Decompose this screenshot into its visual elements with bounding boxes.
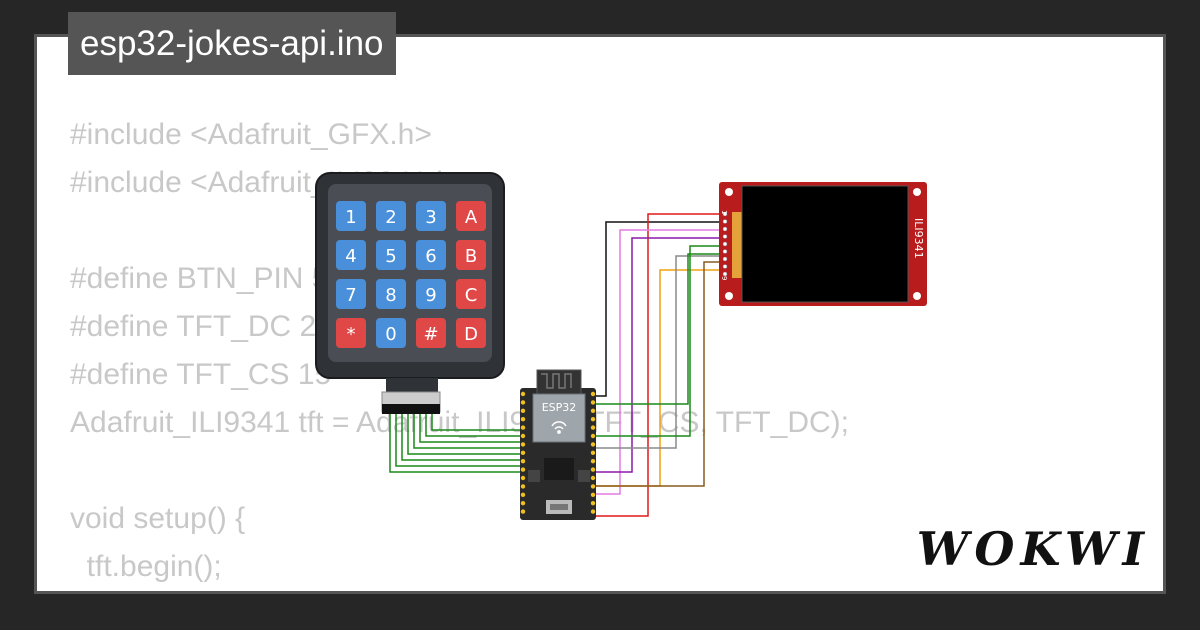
esp32-pin[interactable] [590,400,596,405]
keypad-key[interactable]: # [416,318,446,348]
esp32-pin[interactable] [520,450,526,455]
esp32-pin[interactable] [520,400,526,405]
display-pin[interactable] [722,234,728,239]
esp32-pin[interactable] [590,459,596,464]
esp32-pin[interactable] [520,501,526,506]
keypad-key[interactable]: A [456,201,486,231]
keypad-key[interactable]: C [456,279,486,309]
display-wires [596,185,913,517]
code-line: #define TFT_DC 2 [70,310,317,343]
keypad-key-label: A [465,207,478,228]
code-line: #include <Adafruit_GFX.h> [70,118,432,151]
display-pins [722,211,728,277]
keypad-key-label: B [465,246,477,267]
esp32-pin[interactable] [520,484,526,489]
ili9341-display: 1 9 ILI9341 [719,182,927,306]
esp32-pin[interactable] [590,467,596,472]
keypad-key[interactable]: 0 [376,318,406,348]
esp32-pin[interactable] [590,484,596,489]
esp32-pin[interactable] [590,509,596,514]
esp32-board: ESP32 [520,369,596,520]
keypad-key[interactable]: 1 [336,201,366,231]
keypad-key[interactable]: 7 [336,279,366,309]
keypad-key-label: 6 [425,246,436,267]
keypad-key[interactable]: D [456,318,486,348]
keypad-key-label: 3 [425,207,436,228]
keypad-wires [389,412,525,473]
keypad-key-label: # [423,324,438,345]
keypad-key[interactable]: 8 [376,279,406,309]
keypad-key[interactable]: B [456,240,486,270]
display-pin-first: 1 [720,210,728,214]
code-line: tft.begin(); [70,550,222,583]
keypad-key[interactable]: 2 [376,201,406,231]
esp32-right-pins [590,391,596,514]
keypad-key-label: 9 [425,285,436,306]
keypad-key[interactable]: * [336,318,366,348]
display-pin[interactable] [722,211,728,217]
esp32-pin[interactable] [590,501,596,506]
esp32-pin[interactable] [520,417,526,422]
esp32-pin[interactable] [590,417,596,422]
esp32-pin[interactable] [520,459,526,464]
keypad-key-label: 2 [385,207,396,228]
keypad-key[interactable]: 3 [416,201,446,231]
display-pin[interactable] [722,249,728,254]
keypad-key[interactable]: 6 [416,240,446,270]
esp32-pin[interactable] [520,391,526,397]
esp32-pin[interactable] [520,408,526,413]
display-pin[interactable] [722,219,728,224]
keypad-key[interactable]: 4 [336,240,366,270]
esp32-pin[interactable] [590,492,596,497]
wifi-icon [551,421,567,434]
esp32-pin[interactable] [520,425,526,430]
keypad-key-label: 7 [345,285,356,306]
display-pin[interactable] [722,241,728,247]
esp32-pin[interactable] [520,509,526,514]
esp32-pin[interactable] [520,433,526,439]
code-line: #define TFT_CS 15 [70,358,332,391]
keypad-key-label: 1 [345,207,356,228]
esp32-pin[interactable] [590,433,596,439]
keypad-header-pins [381,391,441,414]
esp32-pin[interactable] [590,425,596,430]
wokwi-logo-text: WOKWI [916,522,1150,576]
wokwi-logo: WOKWI [917,522,1150,576]
esp32-left-pins [520,391,526,514]
keypad-key[interactable]: 9 [416,279,446,309]
display-pin[interactable] [722,264,728,269]
keypad-key-label: 0 [385,324,396,345]
display-pin-last: 9 [720,276,728,280]
keypad-key-label: 4 [345,246,356,267]
esp32-pin[interactable] [520,475,526,481]
esp32-label: ESP32 [542,401,577,414]
display-pin[interactable] [722,256,728,262]
esp32-pin[interactable] [520,442,526,447]
keypad-key-label: D [464,324,478,345]
file-title-tab: esp32-jokes-api.ino [68,12,396,75]
esp32-pin[interactable] [520,467,526,472]
keypad-key[interactable]: 5 [376,240,406,270]
display-pin[interactable] [722,226,728,232]
keypad-4x4: 1 2 3 A 4 5 6 B 7 8 9 C * 0 # D [315,172,505,414]
esp32-pin[interactable] [590,442,596,447]
display-label: ILI9341 [912,218,925,259]
display-pin[interactable] [722,271,728,277]
keypad-key-label: C [465,285,478,306]
esp32-pin[interactable] [590,408,596,413]
esp32-pin[interactable] [590,391,596,397]
keypad-key-label: * [347,324,356,345]
esp32-pin[interactable] [590,450,596,455]
code-line: void setup() { [70,502,246,535]
keypad-key-label: 5 [385,246,396,267]
file-title: esp32-jokes-api.ino [80,24,384,63]
keypad-key-label: 8 [385,285,396,306]
esp32-pin[interactable] [520,492,526,497]
esp32-pin[interactable] [590,475,596,481]
